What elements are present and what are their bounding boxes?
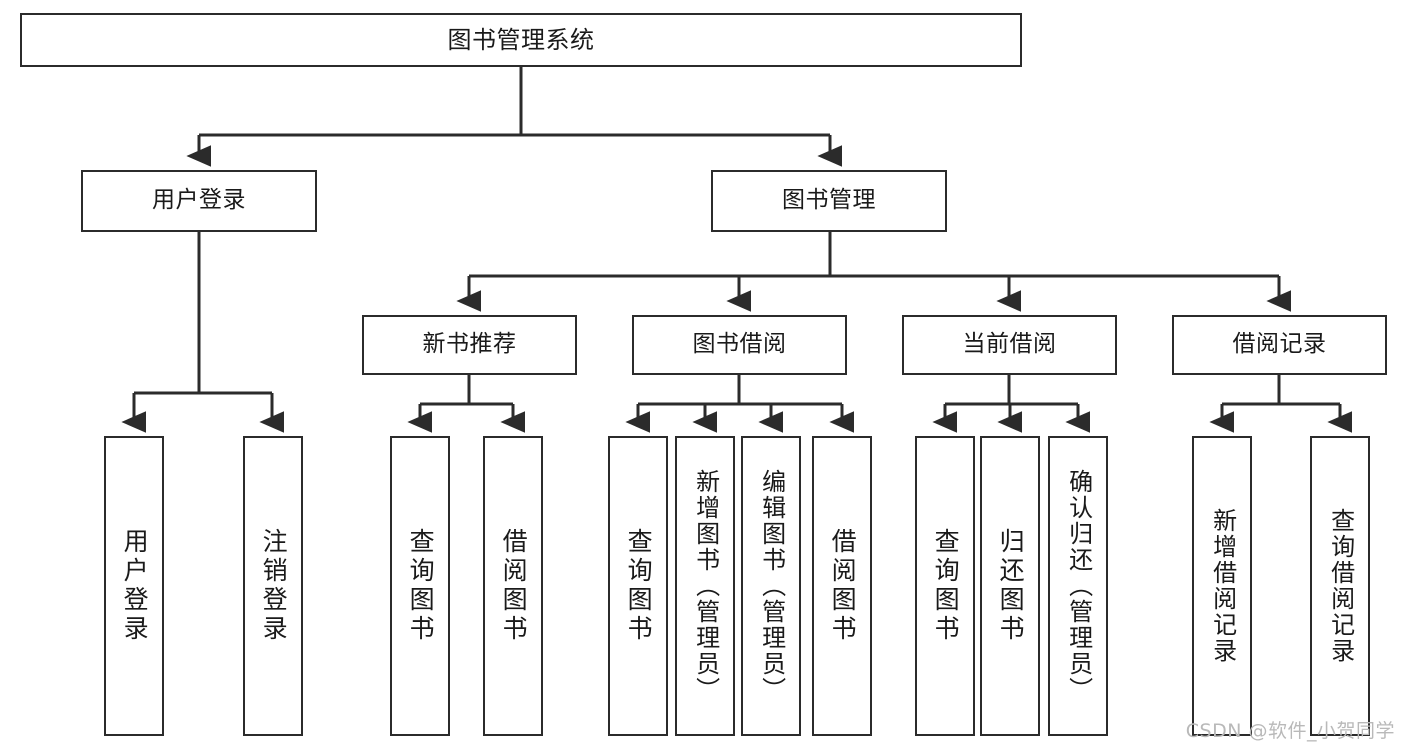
leaf-book-borrow-query-book[interactable]: 查询图书 xyxy=(608,436,668,736)
leaf-current-borrow-query-book[interactable]: 查询图书 xyxy=(915,436,975,736)
csdn-watermark: CSDN @软件_小贺同学 xyxy=(1185,720,1395,742)
node-label: 查询图书 xyxy=(931,528,961,644)
leaf-user-login-logout[interactable]: 注销登录 xyxy=(243,436,303,736)
node-label: 查询图书 xyxy=(406,528,436,644)
leaf-borrow-record-add-record[interactable]: 新增借阅记录 xyxy=(1192,436,1252,736)
leaf-book-borrow-borrow-book[interactable]: 借阅图书 xyxy=(812,436,872,736)
node-label: 确认归还（管理员） xyxy=(1064,469,1093,703)
node-label: 新增借阅记录 xyxy=(1208,508,1237,664)
node-user-login[interactable]: 用户登录 xyxy=(81,170,317,232)
node-book-borrow[interactable]: 图书借阅 xyxy=(632,315,847,375)
node-label: 新增图书（管理员） xyxy=(691,469,720,703)
leaf-book-borrow-add-book-admin[interactable]: 新增图书（管理员） xyxy=(675,436,735,736)
node-root-system[interactable]: 图书管理系统 xyxy=(20,13,1022,67)
node-new-book-recommend[interactable]: 新书推荐 xyxy=(362,315,577,375)
leaf-user-login-login[interactable]: 用户登录 xyxy=(104,436,164,736)
leaf-borrow-record-query-record[interactable]: 查询借阅记录 xyxy=(1310,436,1370,736)
node-label: 查询图书 xyxy=(624,528,654,644)
leaf-new-book-query-book[interactable]: 查询图书 xyxy=(390,436,450,736)
node-label: 归还图书 xyxy=(996,528,1026,644)
node-label: 用户登录 xyxy=(120,528,150,644)
node-borrow-record[interactable]: 借阅记录 xyxy=(1172,315,1387,375)
node-label: 用户登录 xyxy=(152,187,246,214)
node-label: 借阅记录 xyxy=(1232,331,1327,358)
node-label: 图书管理 xyxy=(782,187,876,214)
node-label: 当前借阅 xyxy=(962,331,1057,358)
node-book-management[interactable]: 图书管理 xyxy=(711,170,947,232)
leaf-current-borrow-return-book[interactable]: 归还图书 xyxy=(980,436,1040,736)
node-label: 查询借阅记录 xyxy=(1326,508,1355,664)
node-current-borrow[interactable]: 当前借阅 xyxy=(902,315,1117,375)
node-label: 注销登录 xyxy=(259,528,289,644)
node-label: 图书管理系统 xyxy=(447,25,595,54)
leaf-current-borrow-confirm-return-admin[interactable]: 确认归还（管理员） xyxy=(1048,436,1108,736)
node-label: 编辑图书（管理员） xyxy=(757,469,786,703)
node-label: 新书推荐 xyxy=(422,331,517,358)
node-label: 图书借阅 xyxy=(692,331,787,358)
node-label: 借阅图书 xyxy=(828,528,858,644)
leaf-new-book-borrow-book[interactable]: 借阅图书 xyxy=(483,436,543,736)
node-label: 借阅图书 xyxy=(499,528,529,644)
leaf-book-borrow-edit-book-admin[interactable]: 编辑图书（管理员） xyxy=(741,436,801,736)
